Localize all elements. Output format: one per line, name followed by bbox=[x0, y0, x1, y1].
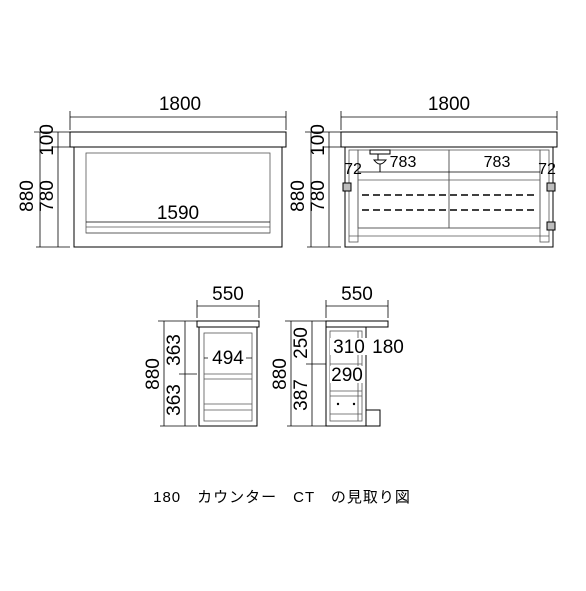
back-countertop bbox=[340, 131, 558, 148]
back-body-height-label: 780 bbox=[308, 180, 329, 212]
glass-holder-rail bbox=[369, 149, 391, 155]
front-top-height-label: 100 bbox=[37, 124, 58, 156]
side-view-right: 550 250 387 880 310 180 290 bbox=[270, 284, 404, 427]
back-right-bay-label: 783 bbox=[484, 154, 511, 171]
sideL-depth-label: 550 bbox=[212, 284, 244, 305]
front-body bbox=[73, 146, 283, 248]
back-total-height-label: 880 bbox=[288, 180, 309, 212]
sideL-inner-depth-label: 494 bbox=[212, 348, 244, 369]
drawing-caption: 180 カウンター CT の見取り図 bbox=[153, 489, 411, 506]
back-width-label: 1800 bbox=[428, 94, 470, 115]
sideR-lower-depth-label: 290 bbox=[331, 365, 363, 386]
wine-glass-icon bbox=[372, 154, 388, 172]
back-top-height-label: 100 bbox=[308, 124, 329, 156]
front-body-height-label: 780 bbox=[37, 180, 58, 212]
sideR-upper-depth-label: 310 bbox=[333, 337, 365, 358]
back-left-end-detail bbox=[342, 182, 352, 192]
sideR-body bbox=[325, 326, 367, 427]
sideR-depth-label: 550 bbox=[341, 284, 373, 305]
back-view: 1800 100 780 880 72 bbox=[288, 94, 558, 248]
front-width-label: 1800 bbox=[159, 94, 201, 115]
front-countertop bbox=[69, 131, 287, 148]
sideR-upper-label-bg bbox=[330, 338, 368, 355]
back-left-end-label: 72 bbox=[344, 161, 362, 178]
sideR-knob-2 bbox=[352, 402, 356, 406]
sideR-total-height-label: 880 bbox=[270, 358, 291, 390]
sideL-lower-height-label: 363 bbox=[164, 384, 185, 416]
sideL-upper-height-label: 363 bbox=[164, 334, 185, 366]
sideR-lower-label-bg bbox=[330, 366, 364, 383]
back-left-bay-label: 783 bbox=[390, 154, 417, 171]
front-view: 1800 100 780 880 1590 bbox=[17, 94, 287, 248]
sideL-label-bg bbox=[208, 349, 246, 366]
back-right-foot-detail bbox=[546, 221, 556, 231]
sideR-side-depth-label: 180 bbox=[372, 337, 404, 358]
front-total-height-label: 880 bbox=[17, 180, 38, 212]
sideL-inner bbox=[203, 332, 253, 422]
side-view-left: 550 363 363 880 494 bbox=[143, 284, 260, 427]
sideR-lower-height-label: 387 bbox=[291, 379, 312, 411]
sideL-body bbox=[198, 326, 258, 427]
sideR-upper-height-label: 250 bbox=[291, 327, 312, 359]
front-inner-width-label: 1590 bbox=[157, 203, 199, 224]
sideR-knob-1 bbox=[336, 402, 340, 406]
sideR-foot-block bbox=[365, 409, 381, 427]
sideL-total-height-label: 880 bbox=[143, 358, 164, 390]
sideL-countertop bbox=[196, 320, 260, 328]
back-right-end-detail bbox=[546, 182, 556, 192]
back-body bbox=[344, 146, 554, 248]
sideR-countertop bbox=[325, 320, 389, 328]
back-right-end-label: 72 bbox=[538, 161, 556, 178]
